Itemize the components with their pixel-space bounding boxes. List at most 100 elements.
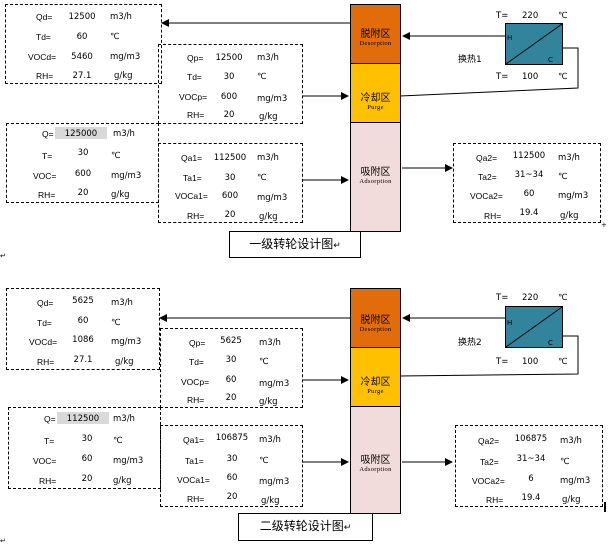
- stage1-hx-tcold-label: T=: [496, 72, 509, 82]
- stage2-rhin-unit: g/kg: [113, 476, 132, 486]
- stage2-qa2-value: 106875: [514, 434, 548, 444]
- stage1-ta2-unit: ℃: [558, 172, 568, 182]
- stage2-td-value: 60: [77, 316, 89, 326]
- stage1-rha1-value: 20: [224, 210, 236, 220]
- stage2-voc-value: 60: [81, 454, 93, 464]
- stage2-adsorption-zone: 吸附区 Adsorption: [350, 406, 401, 514]
- stage2-q-label: Q=: [44, 414, 56, 424]
- stage2-inlet-box: Q= 112500 m3/h T= 30 ℃ VOC= 60 mg/m3 RH=…: [8, 407, 161, 489]
- stage2-rhin-label: RH=: [39, 476, 57, 486]
- stage2-vocp-unit: mg/m3: [259, 379, 290, 389]
- stage1-hx-h: H: [507, 34, 513, 42]
- stage2-hx-tcold-unit: ℃: [558, 357, 568, 367]
- stage2-para-mark-left: ↵: [0, 537, 6, 545]
- stage1-rhin-unit: g/kg: [111, 190, 130, 200]
- stage2-tdp-unit: ℃: [259, 357, 269, 367]
- stage2-voca2-unit: mg/m3: [560, 476, 591, 486]
- stage2-heat-exchanger-icon: [505, 306, 563, 348]
- stage1-q-unit: m3/h: [113, 129, 135, 139]
- stage2-rh-label: RH=: [37, 357, 55, 367]
- stage1-desorption-sub: Desorption: [359, 40, 392, 47]
- stage1-purge-sub: Purge: [367, 104, 384, 111]
- stage1-vocp-value: 600: [220, 92, 238, 102]
- stage1-voc-unit: mg/m3: [111, 171, 142, 181]
- stage1-qd-unit: m3/h: [110, 12, 132, 22]
- stage2-vocd-unit: mg/m3: [111, 337, 142, 347]
- stage2-vocd-label: VOCd=: [29, 337, 58, 347]
- stage1-hx-thot-label: T=: [496, 11, 509, 21]
- line-purge-to-hx-1: [399, 47, 579, 97]
- stage1-tdp-unit: ℃: [257, 72, 267, 82]
- stage2-hx-thot-unit: ℃: [558, 293, 568, 303]
- stage2-rha1-unit: g/kg: [261, 496, 280, 506]
- stage2-qd-value: 5625: [72, 296, 94, 306]
- stage1-voca1-unit: mg/m3: [257, 193, 288, 203]
- stage2-td-label: Td=: [37, 318, 52, 328]
- stage1-title-mark: ↵: [333, 241, 341, 251]
- stage2-qd-unit: m3/h: [111, 298, 133, 308]
- stage1-qd-value: 12500: [68, 12, 96, 22]
- stage2-adsorption-label: 吸附区: [360, 455, 391, 466]
- stage1-rh-unit: g/kg: [114, 71, 133, 81]
- stage2-desorption-zone: 脱附区 Desorption: [350, 288, 401, 348]
- stage2-voca2-label: VOCa2=: [472, 476, 505, 486]
- stage1-voca2-unit: mg/m3: [558, 191, 589, 201]
- stage1-rhp-label: RH=: [187, 110, 205, 120]
- stage2-purge-in-box: Qp= 5625 m3/h Td= 30 ℃ VOCp= 60 mg/m3 RH…: [160, 328, 303, 408]
- stage1-adsorption-zone: 吸附区 Adsorption: [350, 122, 401, 232]
- stage2-adsorb-in-box: Qa1= 106875 m3/h Ta1= 30 ℃ VOCa1= 60 mg/…: [160, 425, 303, 507]
- stage1-rhp-value: 20: [223, 110, 235, 120]
- stage1-rh-value: 27.1: [72, 71, 92, 81]
- stage2-rha2-unit: g/kg: [562, 495, 581, 505]
- stage1-adsorption-sub: Adsorption: [359, 178, 392, 185]
- stage2-vocp-value: 60: [225, 375, 237, 385]
- stage2-qp-value: 5625: [220, 336, 242, 346]
- stage1-purge-in-box: Qp= 12500 m3/h Td= 30 ℃ VOCp= 600 mg/m3 …: [158, 44, 303, 124]
- stage1-rha1-unit: g/kg: [259, 212, 278, 222]
- stage2-hx-tcold-label: T=: [496, 357, 509, 367]
- stage1-td-unit: ℃: [110, 32, 120, 42]
- stage1-qp-value: 12500: [215, 53, 243, 63]
- stage2-desorption-label: 脱附区: [360, 315, 391, 326]
- stage2-rha2-label: RH=: [486, 495, 504, 505]
- stage2-hx-c: C: [548, 339, 553, 347]
- stage1-inlet-box: Q= 125000 m3/h T= 30 ℃ VOC= 600 mg/m3 RH…: [6, 123, 159, 203]
- stage1-purge-label: 冷却区: [360, 93, 391, 104]
- stage1-rha2-unit: g/kg: [560, 211, 579, 221]
- stage1-hx-c: C: [548, 56, 553, 64]
- stage2-inlet-highlight: [57, 412, 109, 424]
- stage1-ta2-value: 31~34: [514, 170, 544, 180]
- stage1-desorb-out-box: Qd= 12500 m3/h Td= 60 ℃ VOCd= 5460 mg/m3…: [5, 4, 162, 84]
- stage1-rha2-label: RH=: [484, 211, 502, 221]
- stage2-qd-label: Qd=: [37, 298, 54, 308]
- stage2-tdp-label: Td=: [189, 357, 204, 367]
- stage2-edge-bar: [604, 502, 606, 512]
- stage1-voca1-label: VOCa1=: [175, 191, 208, 201]
- stage2-voca1-value: 60: [226, 473, 238, 483]
- stage1-hx-tcold-unit: ℃: [558, 72, 568, 82]
- stage1-hx-label: 换热1: [458, 55, 482, 65]
- stage1-rha1-label: RH=: [187, 211, 205, 221]
- stage2-rhp-unit: g/kg: [259, 397, 278, 407]
- stage2-title-mark: ↵: [343, 523, 352, 533]
- stage1-title-text: 一级转轮设计图: [249, 237, 334, 251]
- stage1-voc-value: 600: [74, 169, 92, 179]
- stage2-t-label: T=: [44, 436, 55, 446]
- stage2-qa1-unit: m3/h: [259, 435, 281, 445]
- stage2-hx-label: 换热2: [458, 338, 482, 348]
- stage2-qa1-value: 106875: [215, 433, 249, 443]
- stage1-vocp-label: VOCp=: [179, 92, 208, 102]
- stage2-hx-h: H: [507, 319, 513, 327]
- stage2-voc-label: VOC=: [33, 456, 57, 466]
- stage2-rh-value: 27.1: [73, 355, 93, 365]
- stage1-ta1-label: Ta1=: [183, 173, 202, 183]
- stage2-rha1-value: 20: [226, 492, 238, 502]
- stage1-vocd-label: VOCd=: [28, 52, 57, 62]
- stage2-tdp-value: 30: [225, 355, 237, 365]
- stage1-ta1-unit: ℃: [257, 173, 267, 183]
- stage1-title: 一级转轮设计图↵: [229, 231, 361, 258]
- stage2-vocd-value: 1086: [72, 335, 94, 345]
- stage1-rhin-label: RH=: [38, 190, 56, 200]
- stage1-hx-tcold-value: 100: [522, 72, 539, 82]
- stage2-title: 二级转轮设计图↵: [238, 513, 373, 541]
